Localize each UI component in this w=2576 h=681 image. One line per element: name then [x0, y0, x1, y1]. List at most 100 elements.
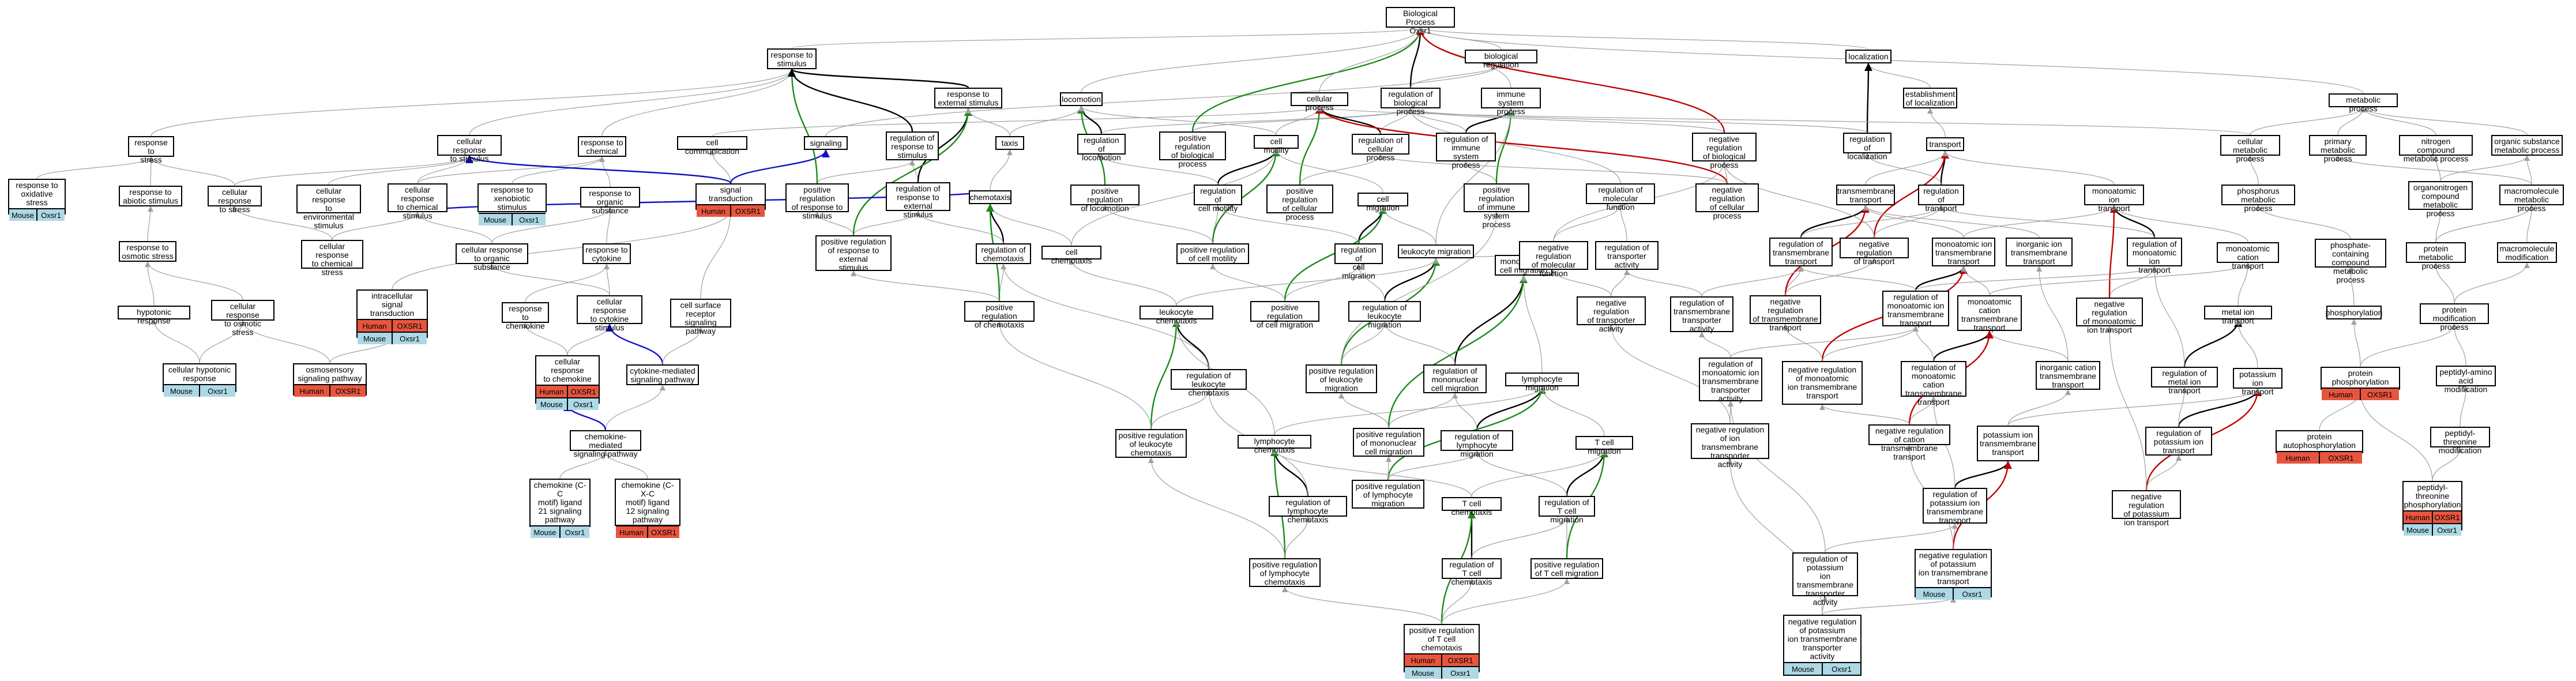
go-term-rtstress[interactable]: response to stress: [128, 136, 174, 164]
go-term-cellmig[interactable]: cell migration: [1357, 193, 1408, 212]
go-term-leukchemo[interactable]: leukocyte chemotaxis: [1140, 306, 1213, 325]
go-term-rtchemok[interactable]: response to chemokine: [502, 302, 549, 330]
go-term-prres[interactable]: positive regulation of response to exter…: [815, 235, 892, 272]
go-term-crtenv[interactable]: cellular response to environmental stimu…: [296, 185, 361, 230]
go-term-potiontransport[interactable]: potassium ion transport: [2233, 368, 2282, 396]
go-term-regrs[interactable]: regulation of response to stimulus: [886, 131, 939, 160]
go-term-transport[interactable]: transport: [1926, 137, 1964, 151]
go-term-monoiontm[interactable]: monoatomic ion transmembrane transport: [1932, 238, 1995, 266]
go-term-chemomed[interactable]: chemokine-mediated signaling pathway: [570, 430, 641, 458]
go-term-cellchemo[interactable]: cell chemotaxis: [1041, 246, 1101, 265]
go-term-orgsubst[interactable]: organic substance metabolic process: [2491, 135, 2563, 156]
go-term-negrmonoiontm[interactable]: negative regulation of monoatomic ion tr…: [1782, 361, 1863, 405]
go-term-reglymphmig[interactable]: regulation of lymphocyte migration: [1441, 430, 1513, 458]
go-term-cytomed[interactable]: cytokine-mediated signaling pathway: [626, 364, 699, 385]
go-term-monocattm[interactable]: monoatomic cation transmembrane transpor…: [1957, 295, 2022, 332]
go-term-prlymphmig[interactable]: positive regulation of lymphocyte migrat…: [1352, 480, 1424, 509]
go-term-regpotiontm[interactable]: regulation of potassium ion transmembran…: [1923, 488, 1987, 525]
go-term-regmono[interactable]: regulation of mononuclear cell migration: [1423, 364, 1487, 393]
go-term-prloco[interactable]: positive regulation of locomotion: [1070, 185, 1140, 213]
go-term-localization[interactable]: localization: [1845, 50, 1891, 63]
go-term-inorgiontm[interactable]: inorganic ion transmembrane transport: [2006, 238, 2073, 266]
go-term-organonitrogen[interactable]: organonitrogen compound metabolic proces…: [2408, 181, 2473, 218]
go-term-negrtranspact[interactable]: negative regulation of transporter activ…: [1577, 296, 1646, 333]
go-term-ccl21[interactable]: chemokine (C-C motif) ligand 21 signalin…: [529, 479, 591, 538]
go-term-potiontm[interactable]: potassium ion transmembrane transport: [1977, 426, 2039, 461]
go-term-regtranspact[interactable]: regulation of transporter activity: [1595, 241, 1659, 270]
go-term-macromol[interactable]: macromolecule metabolic process: [2499, 185, 2564, 213]
go-term-crtchem[interactable]: cellular response to chemical stimulus: [388, 183, 447, 220]
go-term-macromod[interactable]: macromolecule modification: [2497, 242, 2557, 263]
go-term-regcellproc[interactable]: regulation of cellular process: [1352, 134, 1409, 162]
go-term-negrmolfun[interactable]: negative regulation of molecular functio…: [1519, 241, 1588, 278]
go-term-crts[interactable]: cellular response to stress: [208, 186, 262, 214]
go-term-prmono[interactable]: positive regulation of mononuclear cell …: [1353, 428, 1424, 457]
go-term-tcellmig[interactable]: T cell migration: [1575, 436, 1633, 456]
go-term-crtorg[interactable]: cellular response to organic substance: [456, 243, 528, 272]
go-term-cellsurf[interactable]: cell surface receptor signaling pathway: [670, 299, 731, 336]
go-term-negrbp[interactable]: negative regulation of biological proces…: [1692, 133, 1757, 170]
go-term-rtcyt[interactable]: response to cytokine: [582, 243, 631, 264]
go-term-regpotion[interactable]: regulation of potassium ion transport: [2145, 427, 2212, 456]
go-term-estloc[interactable]: establishment of localization: [1903, 88, 1957, 108]
go-term-metabolic[interactable]: metabolic process: [2329, 93, 2398, 113]
go-term-negrpotiontm[interactable]: negative regulation of potassium ion tra…: [1915, 549, 1992, 600]
go-term-negrpotion[interactable]: negative regulation of potassium ion tra…: [2112, 490, 2181, 527]
go-term-signaling[interactable]: signaling: [804, 136, 848, 150]
go-term-phosphatemetab[interactable]: phosphate-containing compound metabolic …: [2315, 239, 2386, 284]
go-term-nitrogen[interactable]: nitrogen compound metabolic process: [2399, 135, 2473, 163]
go-term-negrcp[interactable]: negative regulation of cellular process: [1695, 183, 1759, 220]
go-term-crtosm[interactable]: cellular response to osmotic stress: [211, 300, 274, 337]
go-term-lymphchemo[interactable]: lymphocyte chemotaxis: [1238, 435, 1311, 454]
go-term-primm[interactable]: positive regulation of immune system pro…: [1464, 183, 1529, 229]
go-term-biolreg[interactable]: biological regulation: [1465, 50, 1537, 69]
go-term-taxis[interactable]: taxis: [995, 136, 1024, 150]
go-term-tmtransport[interactable]: transmembrane transport: [1836, 185, 1895, 205]
go-term-prcellproc[interactable]: positive regulation of cellular process: [1266, 185, 1333, 221]
go-term-protmod[interactable]: protein modification process: [2420, 303, 2489, 332]
go-term-negrtmtransport[interactable]: negative regulation of transmembrane tra…: [1750, 295, 1821, 332]
go-term-peptidylthr[interactable]: peptidyl-threonine modification: [2430, 427, 2490, 455]
go-term-regmonocattm[interactable]: regulation of monoatomic cation transmem…: [1901, 361, 1966, 407]
go-term-locomotion[interactable]: locomotion: [1060, 92, 1103, 106]
go-term-cellmot[interactable]: cell motility: [1254, 135, 1299, 155]
go-term-tcellchemo[interactable]: T cell chemotaxis: [1442, 497, 1502, 517]
go-term-monoiontransport[interactable]: monoatomic ion transport: [2084, 185, 2144, 213]
go-term-inorgcattm[interactable]: inorganic cation transmembrane transport: [2036, 361, 2100, 390]
go-term-phosphorusmetab[interactable]: phosphorus metabolic process: [2221, 185, 2295, 213]
go-term-rtchem[interactable]: response to chemical: [578, 136, 626, 157]
go-term-regimm[interactable]: regulation of immune system process: [1436, 133, 1496, 170]
go-term-metaliontransport[interactable]: metal ion transport: [2204, 306, 2272, 325]
go-term-rts[interactable]: response to stimulus: [767, 48, 817, 69]
go-term-regcellmot[interactable]: regulation of cell motility: [1194, 185, 1242, 213]
go-term-regmolfun[interactable]: regulation of molecular function: [1586, 183, 1655, 212]
go-term-regtmtransact[interactable]: regulation of transmembrane transporter …: [1670, 296, 1733, 333]
go-term-regloco[interactable]: regulation of locomotion: [1077, 134, 1126, 162]
go-term-rtes[interactable]: response to external stimulus: [934, 88, 1002, 108]
go-term-negrtransport[interactable]: negative regulation of transport: [1840, 238, 1909, 266]
go-term-regchemo[interactable]: regulation of chemotaxis: [976, 243, 1031, 264]
go-term-prrs[interactable]: positive regulation of response to stimu…: [785, 183, 849, 220]
go-term-prbp[interactable]: positive regulation of biological proces…: [1159, 131, 1226, 168]
go-term-regloc[interactable]: regulation of localization: [1843, 133, 1891, 161]
go-term-primmetab[interactable]: primary metabolic process: [2309, 135, 2367, 163]
go-term-prlymphchemo[interactable]: positive regulation of lymphocyte chemot…: [1249, 558, 1321, 587]
go-term-negrmonoion[interactable]: negative regulation of monoatomic ion tr…: [2076, 298, 2143, 334]
go-term-bp[interactable]: Biological Process Oxsr1: [1386, 7, 1455, 35]
go-term-negrcattm[interactable]: negative regulation of cation transmembr…: [1868, 424, 1950, 461]
go-term-rtosm[interactable]: response to osmotic stress: [119, 241, 176, 262]
go-term-immsys[interactable]: immune system process: [1481, 88, 1541, 116]
go-term-cellmetab[interactable]: cellular metabolic process: [2220, 135, 2280, 163]
go-term-regtcellmig[interactable]: regulation of T cell migration: [1539, 496, 1595, 524]
go-term-regpotact[interactable]: regulation of potassium ion transmembran…: [1792, 552, 1858, 607]
go-term-negrionactivity[interactable]: negative regulation of ion transmembrane…: [1691, 423, 1769, 469]
